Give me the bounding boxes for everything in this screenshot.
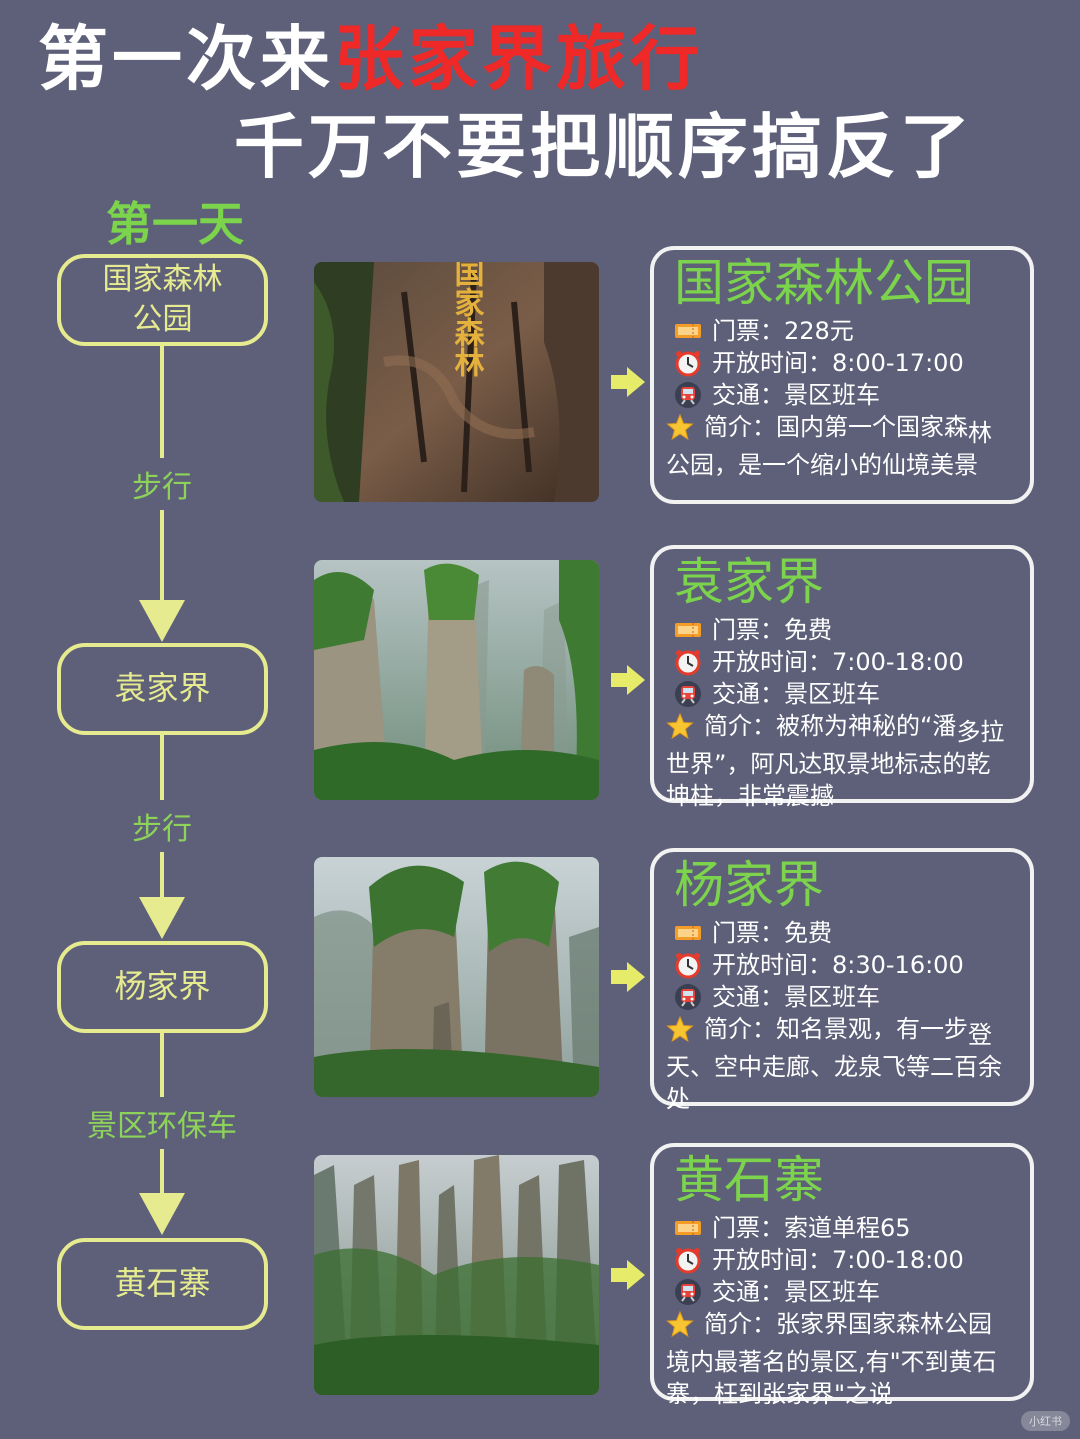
arrow-right-icon	[611, 663, 645, 697]
intro-text: 简介：被称为神秘的“潘多拉世界”，阿凡达取景地标志的乾坤柱，非常震撼	[666, 710, 1014, 812]
train-icon	[674, 680, 702, 708]
route-node-yuanjiajie: 袁家界	[57, 643, 268, 735]
transport-row: 交通：景区班车	[674, 379, 1014, 411]
intro-rest: 多拉世界”，阿凡达取景地标志的乾坤柱，非常震撼	[666, 717, 1005, 810]
hours-row: 开放时间：7:00-18:00	[674, 1244, 1014, 1276]
hours-text: 开放时间：8:00-17:00	[712, 348, 964, 377]
ticket-row: 门票：228元	[674, 315, 1014, 347]
connector-label-walk-2: 步行	[120, 800, 204, 852]
intro-text: 简介：知名景观，有一步登天、空中走廊、龙泉飞等二百余处	[666, 1013, 1014, 1115]
ticket-icon	[674, 1214, 702, 1242]
hours-row: 开放时间：8:00-17:00	[674, 347, 1014, 379]
photo-huangshizhai-landscape	[314, 1155, 599, 1395]
card-title: 黄石寨	[674, 1151, 824, 1209]
intro-rest: 境内最著名的景区,有"不到黄石寨，枉到张家界"之说	[666, 1347, 997, 1408]
ticket-text: 门票：228元	[712, 316, 854, 345]
route-node-huangshizhai: 黄石寨	[57, 1238, 268, 1330]
hours-text: 开放时间：7:00-18:00	[712, 647, 964, 676]
hours-text: 开放时间：8:30-16:00	[712, 950, 964, 979]
star-icon	[666, 712, 694, 740]
route-node-yangjiajie: 杨家界	[57, 941, 268, 1033]
card-title: 袁家界	[674, 553, 824, 611]
ticket-icon	[674, 616, 702, 644]
connector-label-shuttle: 景区环保车	[72, 1097, 252, 1149]
page-title-line-1: 第一次来张家界旅行	[38, 24, 704, 94]
alarm-clock-icon	[674, 1246, 702, 1274]
alarm-clock-icon	[674, 951, 702, 979]
transport-row: 交通：景区班车	[674, 678, 1014, 710]
route-arrowhead	[139, 897, 185, 939]
ticket-icon	[674, 317, 702, 345]
transport-text: 交通：景区班车	[712, 679, 880, 708]
ticket-text: 门票：免费	[712, 615, 832, 644]
star-icon	[666, 413, 694, 441]
transport-row: 交通：景区班车	[674, 1276, 1014, 1308]
ticket-row: 门票：免费	[674, 614, 1014, 646]
title-red-part: 张家界旅行	[334, 18, 704, 100]
watermark: 小红书	[1021, 1411, 1070, 1431]
alarm-clock-icon	[674, 349, 702, 377]
route-node-forest-park: 国家森林公园	[57, 254, 268, 346]
page-title-line-2: 千万不要把顺序搞反了	[234, 112, 974, 182]
transport-text: 交通：景区班车	[712, 982, 880, 1011]
intro-rest: 林公园，是一个缩小的仙境美景	[666, 418, 992, 479]
arrow-right-icon	[611, 960, 645, 994]
intro-lead: 简介：知名景观，有一步	[704, 1014, 968, 1043]
ticket-text: 门票：索道单程65	[712, 1213, 911, 1242]
title-line-2-text: 千万不要把顺序搞反了	[234, 106, 974, 188]
ticket-row: 门票：索道单程65	[674, 1212, 1014, 1244]
info-card-huangshizhai: 黄石寨 门票：索道单程65 开放时间：7:00-18:00 交通：景区班车 简介…	[650, 1143, 1034, 1408]
arrow-right-icon	[611, 1258, 645, 1292]
photo-yangjiajie-peaks	[314, 857, 599, 1097]
ticket-icon	[674, 919, 702, 947]
photo-yuanjiajie-pillars	[314, 560, 599, 800]
intro-lead: 简介：国内第一个国家森	[704, 412, 968, 441]
hours-row: 开放时间：7:00-18:00	[674, 646, 1014, 678]
info-card-yuanjiajie: 袁家界 门票：免费 开放时间：7:00-18:00 交通：景区班车 简介：被称为…	[650, 545, 1034, 810]
intro-lead: 简介：被称为神秘的“潘	[704, 711, 957, 740]
arrow-right-icon	[611, 365, 645, 399]
train-icon	[674, 1278, 702, 1306]
hours-text: 开放时间：7:00-18:00	[712, 1245, 964, 1274]
transport-text: 交通：景区班车	[712, 1277, 880, 1306]
info-card-yangjiajie: 杨家界 门票：免费 开放时间：8:30-16:00 交通：景区班车 简介：知名景…	[650, 848, 1034, 1113]
transport-text: 交通：景区班车	[712, 380, 880, 409]
intro-rest: 登天、空中走廊、龙泉飞等二百余处	[666, 1020, 1002, 1113]
train-icon	[674, 983, 702, 1011]
connector-label-walk-1: 步行	[120, 458, 204, 510]
intro-text: 简介：张家界国家森林公园境内最著名的景区,有"不到黄石寨，枉到张家界"之说	[666, 1308, 1014, 1410]
intro-text: 简介：国内第一个国家森林公园，是一个缩小的仙境美景	[666, 411, 1014, 481]
hours-row: 开放时间：8:30-16:00	[674, 949, 1014, 981]
star-icon	[666, 1015, 694, 1043]
route-arrowhead	[139, 600, 185, 642]
ticket-text: 门票：免费	[712, 918, 832, 947]
ticket-row: 门票：免费	[674, 917, 1014, 949]
intro-lead: 简介：张家界国家森林公园	[704, 1309, 992, 1338]
rock-inscription-text: 界国家森林	[449, 262, 485, 377]
train-icon	[674, 381, 702, 409]
day-label: 第一天	[106, 197, 244, 251]
info-card-forest-park: 国家森林公园 门票：228元 开放时间：8:00-17:00 交通：景区班车 简…	[650, 246, 1034, 504]
alarm-clock-icon	[674, 648, 702, 676]
title-white-part: 第一次来	[38, 18, 334, 100]
star-icon	[666, 1310, 694, 1338]
route-arrowhead	[139, 1193, 185, 1235]
photo-forest-park-rock-inscription: 界国家森林	[314, 262, 599, 502]
transport-row: 交通：景区班车	[674, 981, 1014, 1013]
card-title: 杨家界	[674, 856, 824, 914]
card-title: 国家森林公园	[674, 254, 974, 312]
